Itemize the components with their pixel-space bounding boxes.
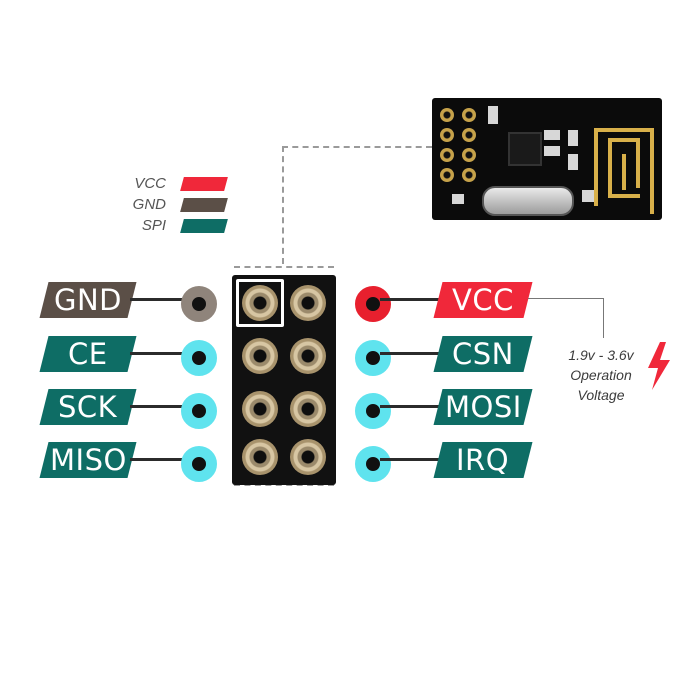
legend-label-gnd: GND [132, 196, 166, 213]
pin-label-ce: CE [39, 336, 137, 372]
pin-label-irq: IRQ [433, 442, 533, 478]
wire-irq [380, 458, 442, 461]
pin-dot-ce [181, 340, 217, 376]
module-component [544, 146, 560, 156]
wire-ce [130, 352, 190, 355]
header-pin-1 [242, 285, 278, 321]
wire-miso [130, 458, 190, 461]
legend-label-vcc: VCC [134, 175, 166, 192]
module-pin [462, 148, 476, 162]
legend-label-spi: SPI [141, 217, 166, 234]
pin-label-miso: MISO [39, 442, 137, 478]
pin-dot-sck [181, 393, 217, 429]
module-antenna [636, 138, 640, 188]
wire-vcc [380, 298, 442, 301]
module-component [544, 130, 560, 140]
module-antenna [622, 154, 626, 190]
header-pin-4 [290, 338, 326, 374]
header-pin-6 [290, 391, 326, 427]
wire-csn [380, 352, 442, 355]
nrf24l01-module-image [432, 98, 662, 220]
legend-swatch-vcc [180, 177, 228, 191]
pin1-marker [236, 279, 284, 327]
pin-dot-csn [355, 340, 391, 376]
voltage-range: 1.9v - 3.6v [568, 347, 634, 363]
module-antenna [650, 128, 654, 214]
pin-label-vcc: VCC [433, 282, 533, 318]
pin-dot-gnd [181, 286, 217, 322]
pin-header [232, 275, 336, 485]
module-antenna [608, 138, 638, 142]
pin-dot-vcc [355, 286, 391, 322]
module-component [568, 154, 578, 170]
header-pin-7 [242, 439, 278, 475]
header-pin-5 [242, 391, 278, 427]
module-antenna [608, 138, 612, 198]
module-pin [462, 108, 476, 122]
module-chip [508, 132, 542, 166]
voltage-label: Voltage [577, 387, 625, 403]
header-pin-2 [290, 285, 326, 321]
operation-label: Operation [570, 367, 632, 383]
module-component [568, 130, 578, 146]
wire-mosi [380, 405, 442, 408]
operation-voltage-note: 1.9v - 3.6v Operation Voltage [556, 345, 646, 405]
module-pin [440, 128, 454, 142]
pin-label-sck: SCK [39, 389, 137, 425]
connector-line-vertical [282, 146, 284, 264]
header-pin-8 [290, 439, 326, 475]
wire-sck [130, 405, 190, 408]
header-bracket-bottom [234, 484, 334, 486]
pin-dot-mosi [355, 393, 391, 429]
module-pin [462, 168, 476, 182]
module-pin [440, 108, 454, 122]
module-crystal [482, 186, 574, 216]
wire-gnd [130, 298, 190, 301]
pin-dot-irq [355, 446, 391, 482]
callout-line-vertical [603, 298, 604, 338]
header-pin-3 [242, 338, 278, 374]
module-antenna [608, 194, 640, 198]
connector-line-horizontal [282, 146, 432, 148]
pin-label-mosi: MOSI [433, 389, 533, 425]
module-component [488, 106, 498, 124]
module-pin [440, 148, 454, 162]
callout-line-horizontal [528, 298, 604, 299]
header-bracket-top [234, 266, 334, 268]
pin-label-gnd: GND [39, 282, 137, 318]
legend-swatch-gnd [180, 198, 228, 212]
module-component [452, 194, 464, 204]
pin-dot-miso [181, 446, 217, 482]
pin-label-csn: CSN [433, 336, 533, 372]
lightning-bolt-icon [648, 342, 670, 390]
module-pin [440, 168, 454, 182]
module-pin [462, 128, 476, 142]
legend-swatch-spi [180, 219, 228, 233]
module-antenna [594, 128, 654, 132]
module-antenna [594, 128, 598, 206]
